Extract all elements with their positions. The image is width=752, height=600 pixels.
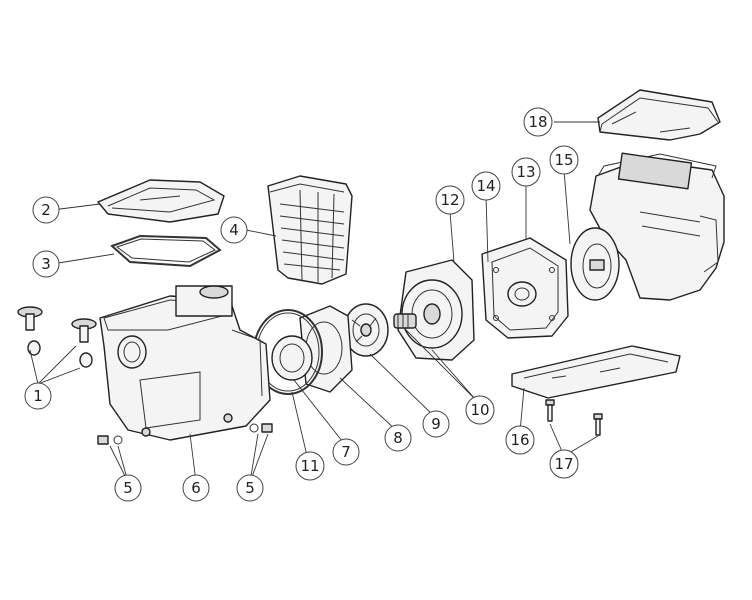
- part-3-lid-o-ring: [110, 234, 222, 268]
- part-4-strainer-basket: [267, 175, 353, 285]
- svg-text:5: 5: [123, 479, 133, 497]
- svg-text:11: 11: [300, 457, 319, 475]
- callout-11: 11: [295, 451, 325, 481]
- callout-5-left: 5: [114, 474, 142, 502]
- callout-1: 1: [24, 382, 52, 410]
- callout-12: 12: [435, 185, 465, 215]
- part-15-motor: [570, 152, 725, 301]
- part-12-housing: [397, 259, 475, 361]
- part-10-impeller-screw: [393, 313, 417, 329]
- part-6-pump-body: [99, 285, 271, 441]
- svg-text:4: 4: [229, 221, 239, 239]
- part-17-bolts: [545, 399, 603, 436]
- callout-8: 8: [384, 424, 412, 452]
- svg-text:6: 6: [191, 479, 201, 497]
- svg-text:2: 2: [41, 201, 51, 219]
- part-16-motor-base: [511, 345, 681, 399]
- leader-lines: [29, 121, 600, 483]
- part-1-knobs: [17, 306, 97, 368]
- callout-7: 7: [332, 438, 360, 466]
- callout-16: 16: [505, 425, 535, 455]
- svg-text:3: 3: [41, 255, 51, 273]
- callout-4: 4: [220, 216, 248, 244]
- callout-10: 10: [465, 395, 495, 425]
- svg-text:15: 15: [554, 151, 573, 169]
- svg-text:16: 16: [510, 431, 529, 449]
- svg-text:5: 5: [245, 479, 255, 497]
- svg-text:14: 14: [476, 177, 495, 195]
- svg-text:8: 8: [393, 429, 403, 447]
- svg-text:9: 9: [431, 415, 441, 433]
- svg-text:13: 13: [516, 163, 535, 181]
- callout-15: 15: [549, 145, 579, 175]
- callout-6: 6: [182, 474, 210, 502]
- svg-text:1: 1: [33, 387, 43, 405]
- callout-13: 13: [511, 157, 541, 187]
- callout-17: 17: [549, 449, 579, 479]
- part-13-seal-plate: [481, 237, 569, 339]
- svg-text:12: 12: [440, 191, 459, 209]
- svg-text:18: 18: [528, 113, 547, 131]
- part-5-drain-plugs-left: [97, 435, 123, 445]
- part-5-drain-plugs-right: [249, 423, 273, 433]
- svg-text:17: 17: [554, 455, 573, 473]
- part-2-lid: [97, 179, 225, 223]
- svg-text:7: 7: [341, 443, 351, 461]
- callout-9: 9: [422, 410, 450, 438]
- callout-3: 3: [32, 250, 60, 278]
- svg-text:10: 10: [470, 401, 489, 419]
- callout-14: 14: [471, 171, 501, 201]
- part-18-motor-cover: [597, 89, 721, 141]
- part-7-adapter: [271, 335, 313, 381]
- callout-18: 18: [523, 107, 553, 137]
- callout-5-right: 5: [236, 474, 264, 502]
- callout-2: 2: [32, 196, 60, 224]
